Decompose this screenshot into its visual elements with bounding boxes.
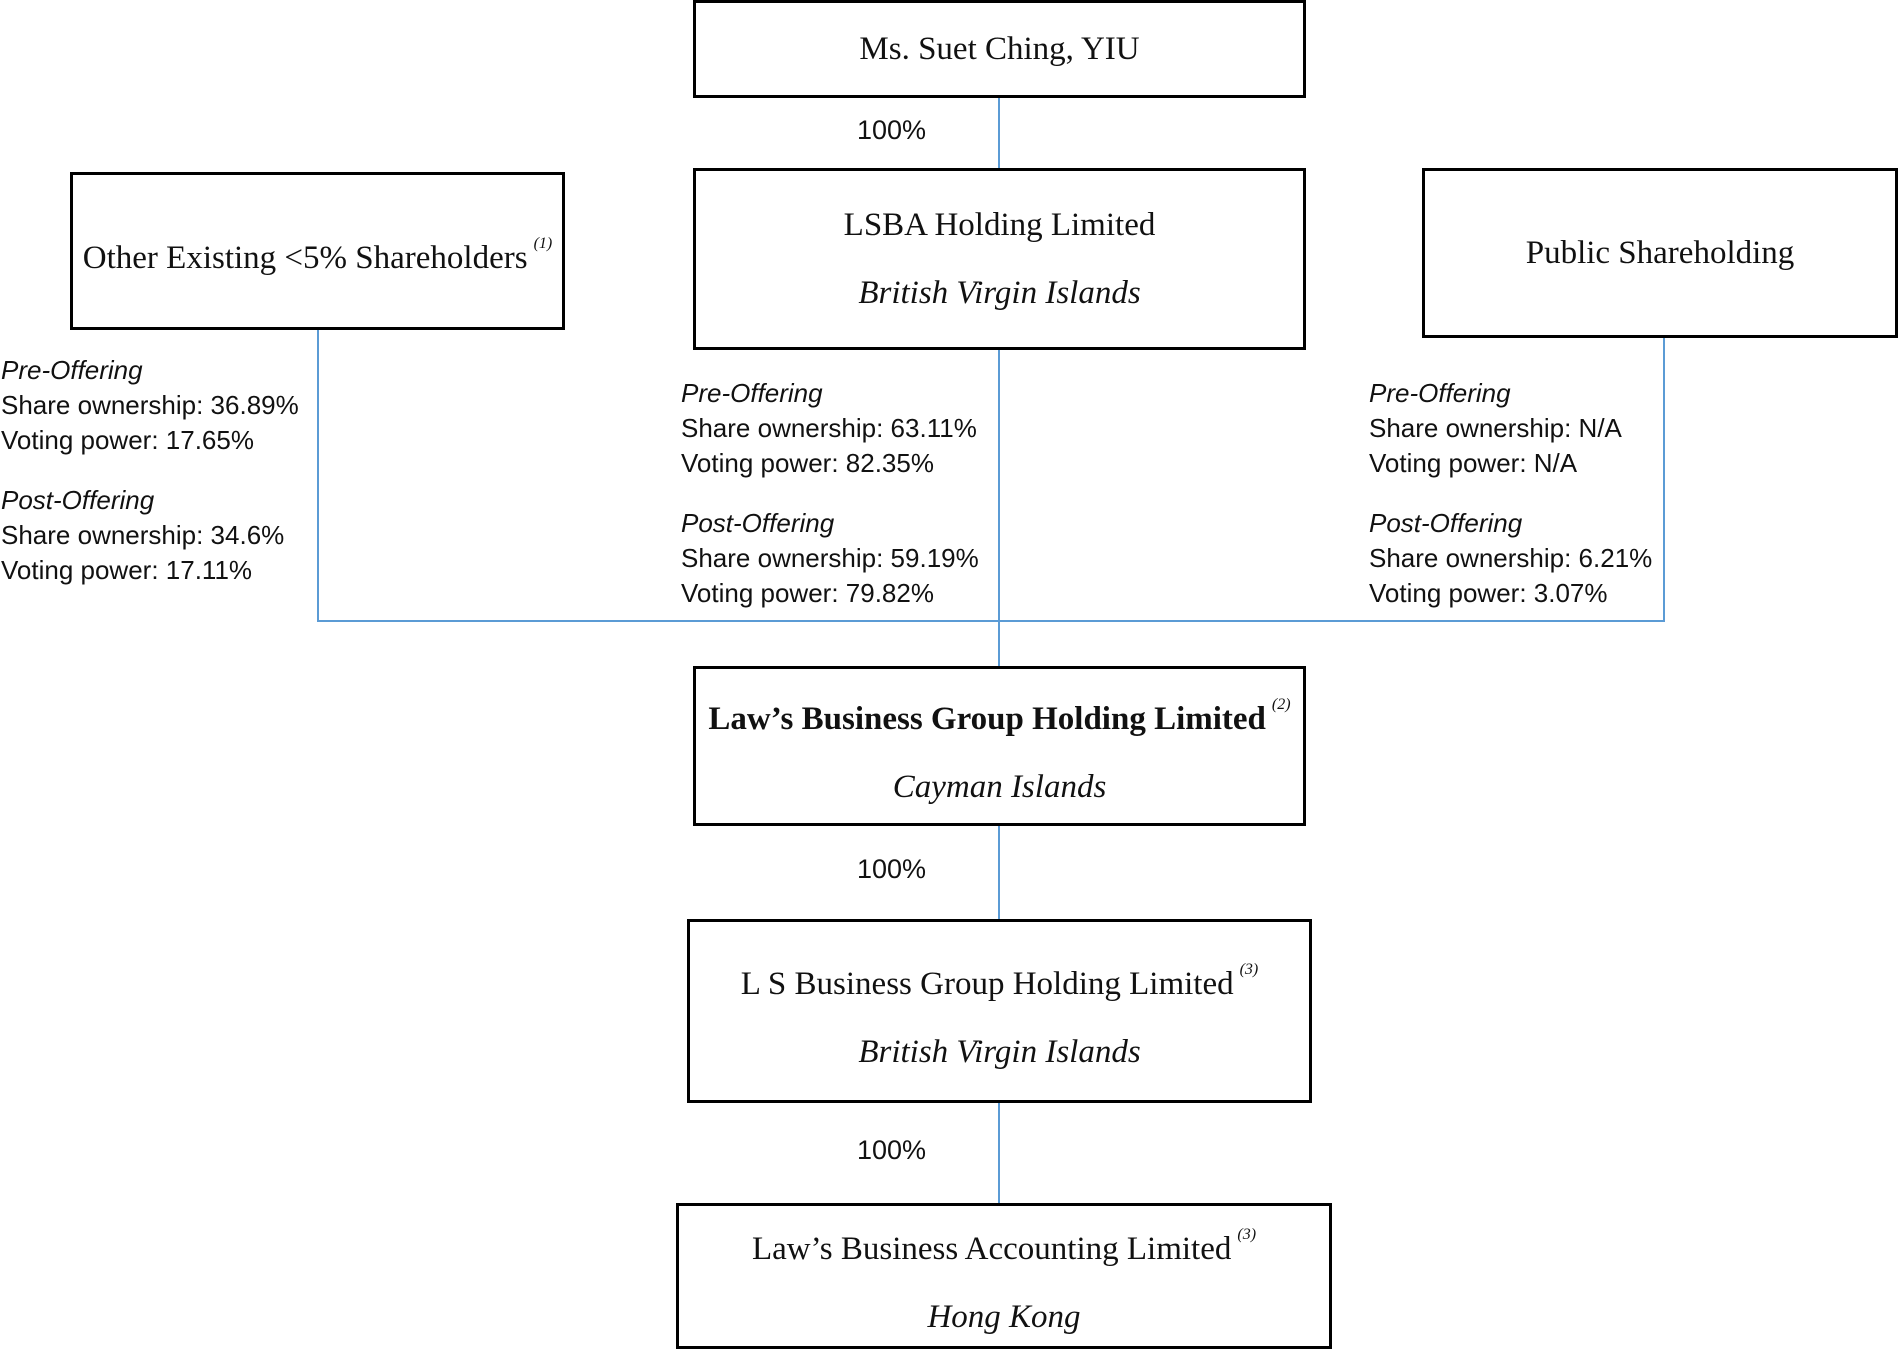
entity-jurisdiction: Hong Kong bbox=[927, 1299, 1081, 1335]
ownership-label-group-ls: 100% bbox=[857, 854, 927, 884]
entity-jurisdiction: British Virgin Islands bbox=[858, 1034, 1141, 1070]
pre-voting-power: Voting power: N/A bbox=[1369, 448, 1578, 478]
entity-box-public: Public Shareholding bbox=[1422, 168, 1898, 338]
entity-name: Law’s Business Group Holding Limited(2) bbox=[708, 696, 1291, 737]
footnote-marker: (3) bbox=[1237, 1226, 1257, 1243]
entity-box-laws-business-group: Law’s Business Group Holding Limited(2) … bbox=[693, 666, 1306, 826]
footnote-marker: (2) bbox=[1271, 696, 1291, 713]
post-share-ownership: Share ownership: 6.21% bbox=[1369, 543, 1653, 573]
post-share-ownership: Share ownership: 34.6% bbox=[1, 520, 285, 550]
entity-name: LSBA Holding Limited bbox=[843, 207, 1156, 243]
entity-name: Ms. Suet Ching, YIU bbox=[859, 31, 1140, 67]
pre-share-ownership: Share ownership: 63.11% bbox=[681, 413, 977, 443]
pre-voting-power: Voting power: 17.65% bbox=[1, 425, 254, 455]
post-voting-power: Voting power: 79.82% bbox=[681, 578, 934, 608]
pre-offering-heading: Pre-Offering bbox=[681, 378, 823, 408]
pre-offering-heading: Pre-Offering bbox=[1, 355, 143, 385]
entity-jurisdiction: British Virgin Islands bbox=[858, 275, 1141, 311]
connector-group-ls bbox=[998, 824, 1000, 920]
connector-other-down bbox=[317, 328, 319, 621]
entity-name: Law’s Business Accounting Limited(3) bbox=[751, 1226, 1257, 1267]
pre-offering-heading: Pre-Offering bbox=[1369, 378, 1511, 408]
post-voting-power: Voting power: 3.07% bbox=[1369, 578, 1608, 608]
post-share-ownership: Share ownership: 59.19% bbox=[681, 543, 979, 573]
connector-public-down bbox=[1663, 336, 1665, 622]
post-offering-heading: Post-Offering bbox=[681, 508, 835, 538]
connector-ls-accounting bbox=[998, 1101, 1000, 1204]
connector-horizontal-bus bbox=[317, 620, 1665, 622]
footnote-marker: (1) bbox=[533, 235, 553, 252]
pre-voting-power: Voting power: 82.35% bbox=[681, 448, 934, 478]
connector-yiu-lsba bbox=[998, 97, 1000, 169]
entity-box-lsba: LSBA Holding Limited British Virgin Isla… bbox=[693, 168, 1306, 350]
holdings-lsba: Pre-Offering Share ownership: 63.11% Vot… bbox=[681, 376, 979, 611]
ownership-label-ls-accounting: 100% bbox=[857, 1135, 927, 1165]
entity-jurisdiction: Cayman Islands bbox=[892, 769, 1107, 805]
post-offering-heading: Post-Offering bbox=[1369, 508, 1523, 538]
pre-share-ownership: Share ownership: N/A bbox=[1369, 413, 1622, 443]
entity-name: L S Business Group Holding Limited(3) bbox=[740, 961, 1259, 1002]
holdings-other: Pre-Offering Share ownership: 36.89% Vot… bbox=[1, 353, 299, 588]
entity-box-laws-business-accounting: Law’s Business Accounting Limited(3) Hon… bbox=[676, 1203, 1332, 1349]
pre-share-ownership: Share ownership: 36.89% bbox=[1, 390, 299, 420]
post-offering-heading: Post-Offering bbox=[1, 485, 155, 515]
entity-name: Other Existing <5% Shareholders(1) bbox=[82, 235, 553, 276]
connector-lsba-down bbox=[998, 348, 1000, 667]
ownership-label-yiu-lsba: 100% bbox=[857, 115, 927, 145]
post-voting-power: Voting power: 17.11% bbox=[1, 555, 253, 585]
entity-name: Public Shareholding bbox=[1525, 235, 1795, 271]
holdings-public: Pre-Offering Share ownership: N/A Voting… bbox=[1369, 376, 1652, 611]
entity-box-other-shareholders: Other Existing <5% Shareholders(1) bbox=[70, 172, 565, 330]
footnote-marker: (3) bbox=[1239, 961, 1259, 978]
entity-box-ls-business-group: L S Business Group Holding Limited(3) Br… bbox=[687, 919, 1312, 1103]
entity-box-yiu: Ms. Suet Ching, YIU bbox=[693, 0, 1306, 98]
